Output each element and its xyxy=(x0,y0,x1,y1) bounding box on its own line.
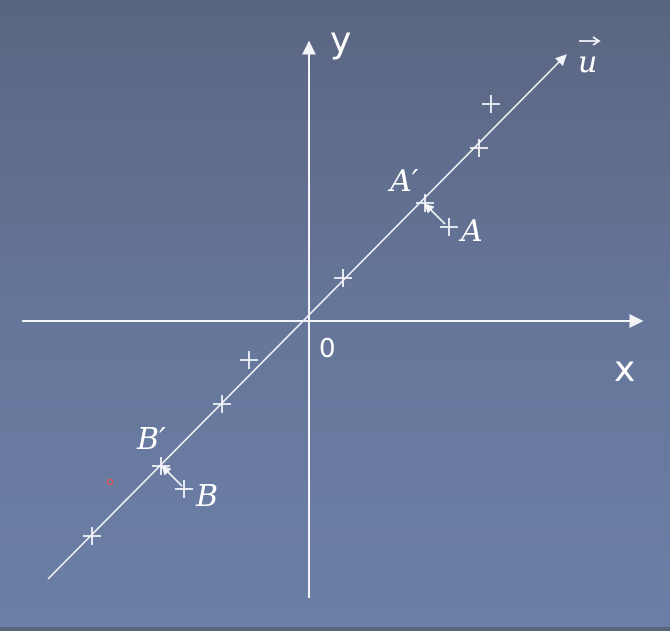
point-marker xyxy=(470,139,488,157)
projection-arrow-a xyxy=(424,203,446,225)
vector-arrow-icon xyxy=(579,36,601,46)
point-marker xyxy=(213,395,231,413)
y-axis-label: y xyxy=(330,20,351,61)
point-marker xyxy=(240,351,258,369)
x-axis-label: x xyxy=(614,349,635,390)
point-a-prime-label: A′ xyxy=(387,164,419,199)
vector-u-line xyxy=(47,54,567,580)
point-b-prime-label: B′ xyxy=(136,422,166,457)
point-marker xyxy=(334,269,352,287)
point-marker xyxy=(83,527,101,545)
origin-label: 0 xyxy=(319,334,336,364)
point-b-label: B xyxy=(195,479,218,514)
point-marker xyxy=(482,95,500,113)
point-b-marker xyxy=(175,480,193,498)
point-a-label: A xyxy=(458,214,483,249)
point-a-marker xyxy=(440,218,458,236)
projection-arrow-b xyxy=(161,465,183,487)
data-points xyxy=(83,95,500,545)
vector-u-label: u xyxy=(578,45,597,80)
stray-dot xyxy=(106,478,114,486)
